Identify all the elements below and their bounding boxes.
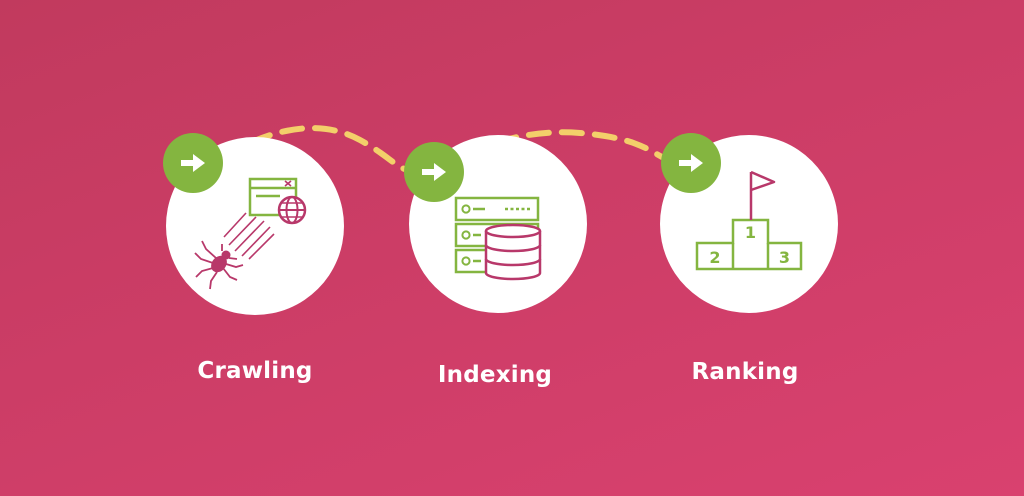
arrow-right-icon — [679, 154, 703, 172]
spider-crawling-web-icon — [194, 177, 307, 290]
ranking-arrow-badge — [661, 133, 721, 193]
step-label-ranking: Ranking — [691, 359, 799, 385]
crawling-arrow-badge — [163, 133, 223, 193]
step-label-indexing: Indexing — [437, 362, 553, 388]
podium-flag-icon: 1 2 3 — [695, 170, 803, 271]
step-label-crawling: Crawling — [197, 358, 313, 384]
arrow-right-icon — [422, 163, 446, 181]
indexing-arrow-badge — [404, 142, 464, 202]
arrow-right-icon — [181, 154, 205, 172]
podium-place-2: 2 — [709, 248, 720, 267]
podium-place-1: 1 — [745, 223, 756, 242]
podium-place-3: 3 — [779, 248, 790, 267]
server-database-icon — [454, 196, 542, 281]
